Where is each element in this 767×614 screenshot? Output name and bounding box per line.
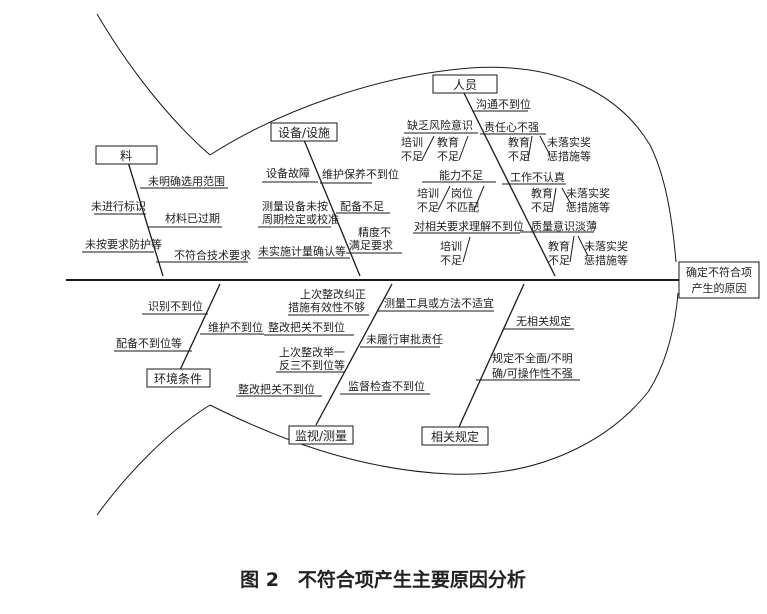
subcause-label: 不足: [531, 201, 553, 214]
cause-label: 配备不足: [340, 199, 384, 213]
cause-label: 工作不认真: [510, 170, 565, 184]
cause-label: 识别不到位: [148, 299, 203, 313]
subcause-label: 教育: [508, 135, 530, 149]
subcause-label: 惩措施等: [547, 149, 591, 163]
category-equipment: 设备/设施: [278, 126, 330, 140]
subcause-line: [458, 135, 469, 161]
subcause-label: 培训: [401, 135, 423, 149]
cause-label: 无相关规定: [516, 314, 571, 328]
cause-label: 精度不: [358, 225, 391, 239]
cause-label: 测量设备未按: [262, 199, 328, 213]
cause-label: 测量工具或方法不适宜: [384, 296, 494, 310]
subcause-label: 惩措施等: [584, 253, 628, 267]
fish-tail-lower: [96, 404, 211, 516]
head-box: [678, 261, 760, 299]
subcause-label: 不足: [508, 150, 530, 163]
subcause-label: 不匹配: [446, 201, 479, 214]
category-environment: 环境条件: [154, 371, 202, 386]
box-regulations: [421, 426, 489, 446]
fish-body-upper: [209, 66, 677, 263]
cause-label: 配备不到位等: [116, 336, 182, 350]
box-monitoring: [288, 425, 354, 445]
cause-label: 能力不足: [439, 168, 483, 182]
subcause-line: [569, 235, 575, 263]
subcause-line: [561, 187, 573, 207]
cause-label: 材料已过期: [165, 211, 220, 225]
cause-label: 未履行审批责任: [366, 332, 443, 346]
cause-label: 未明确选用范围: [148, 174, 225, 188]
category-personnel: 人员: [453, 78, 477, 92]
cause-label: 设备故障: [266, 166, 310, 180]
subcause-label: 培训: [417, 186, 439, 200]
cause-label: 责任心不强: [484, 121, 539, 134]
cause-label: 维护不到位: [208, 320, 263, 334]
cause-label: 规定不全面/不明: [492, 351, 573, 365]
figure-caption: 图 2 不符合项产生主要原因分析: [240, 568, 526, 591]
cause-label: 未进行标识: [91, 199, 146, 213]
box-equipment: [270, 122, 338, 142]
cause-label: 沟通不到位: [476, 97, 531, 111]
fish-tail-upper: [96, 13, 211, 156]
subcause-line: [551, 187, 557, 213]
subcause-label: 教育: [548, 239, 570, 253]
subcause-label: 未落实奖: [584, 239, 628, 253]
subcause-label: 不足: [548, 254, 570, 267]
cause-label: 上次整改举一: [279, 345, 345, 359]
cause-label: 监督检查不到位: [348, 379, 425, 393]
subcause-line: [577, 235, 589, 257]
cause-label: 上次整改纠正: [300, 287, 366, 301]
category-monitoring: 监视/测量: [295, 428, 347, 443]
bone-monitoring: [315, 283, 393, 426]
cause-label: 反三不到位等: [279, 358, 345, 372]
subcause-label: 岗位: [451, 186, 473, 200]
subcause-label: 未落实奖: [566, 186, 610, 200]
subcause-label: 教育: [437, 135, 459, 149]
subcause-label: 不足: [440, 254, 462, 267]
cause-label: 确/可操作性不强: [492, 366, 573, 380]
cause-label: 缺乏风险意识: [407, 118, 473, 132]
subcause-line: [421, 135, 435, 161]
category-material: 料: [120, 149, 132, 163]
cause-label: 满足要求: [349, 239, 393, 252]
head-label-line2: 产生的原因: [692, 281, 747, 295]
head-label-line1: 确定不符合项: [686, 265, 752, 279]
subcause-line: [462, 236, 471, 263]
bone-material: [127, 161, 164, 277]
subcause-label: 不足: [437, 150, 459, 163]
subcause-label: 未落实奖: [547, 135, 591, 149]
subcause-line: [539, 135, 551, 156]
subcause-line: [527, 135, 533, 161]
cause-label: 维护保养不到位: [322, 167, 399, 181]
subcause-line: [473, 185, 485, 211]
subcause-line: [437, 185, 451, 211]
cause-label: 未按要求防护等: [85, 237, 162, 251]
category-regulations: 相关规定: [431, 429, 479, 444]
subcause-label: 不足: [401, 150, 423, 163]
cause-label: 措施有效性不够: [288, 300, 365, 314]
fish-body-lower: [209, 292, 679, 475]
subcause-label: 教育: [531, 186, 553, 200]
subcause-label: 惩措施等: [566, 200, 610, 214]
cause-label: 质量意识淡薄: [531, 219, 597, 233]
cause-label: 未实施计量确认等: [258, 244, 346, 258]
box-personnel: [432, 74, 498, 94]
box-material: [95, 145, 158, 165]
bone-environment: [179, 283, 221, 371]
cause-label: 不符合技术要求: [174, 248, 251, 262]
subcause-label: 不足: [417, 201, 439, 214]
box-environment: [146, 368, 211, 388]
subcause-label: 培训: [440, 239, 462, 253]
cause-label: 周期检定或校准: [262, 212, 339, 226]
cause-label: 对相关要求理解不到位: [414, 219, 524, 233]
bone-regulations: [458, 283, 525, 428]
cause-label: 整改把关不到位: [238, 382, 315, 396]
cause-label: 整改把关不到位: [268, 320, 345, 334]
